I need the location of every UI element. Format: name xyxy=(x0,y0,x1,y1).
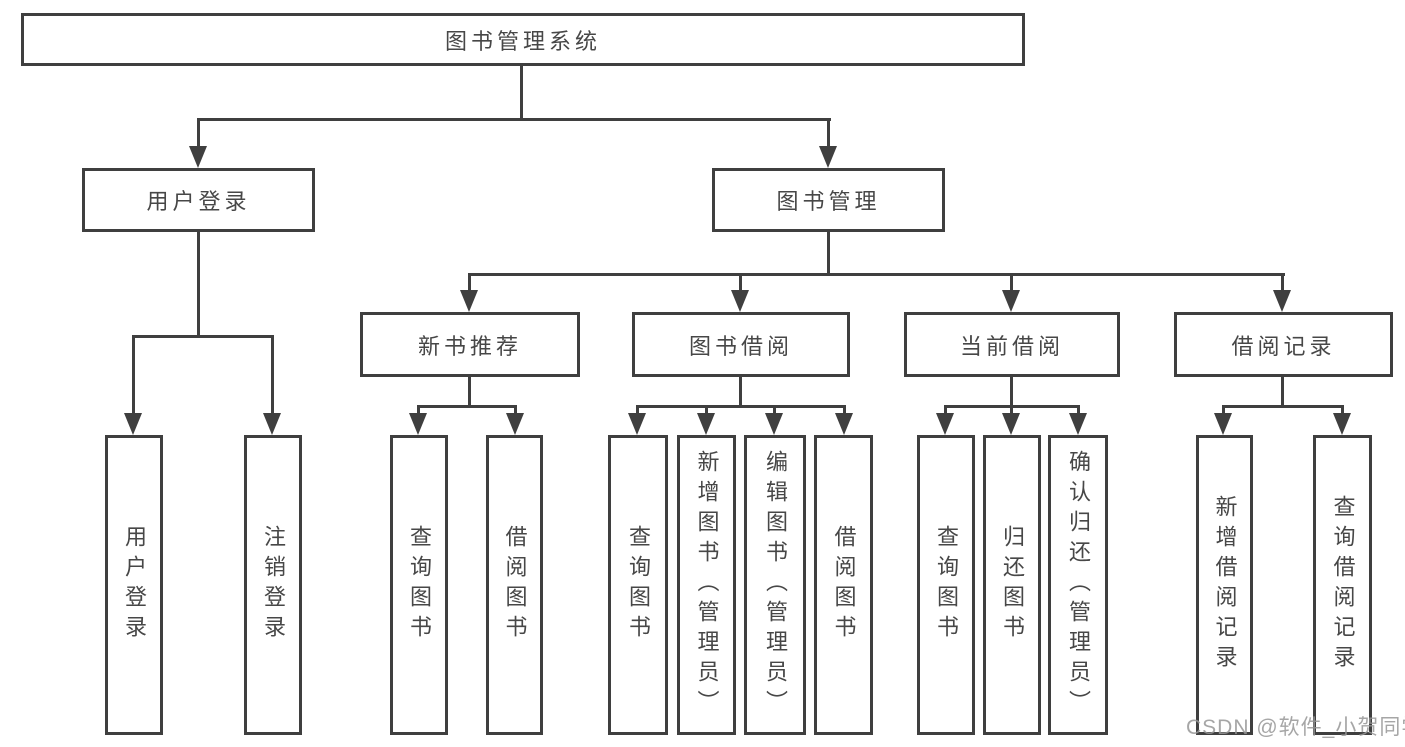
leaf-query-books: 查询图书 xyxy=(608,435,668,735)
edge-new-book-rec-rail xyxy=(417,405,517,408)
edge-leaf-stem xyxy=(1077,405,1080,415)
leaf-return-books: 归还图书 xyxy=(983,435,1041,735)
edge-user-login-rail xyxy=(132,335,274,338)
leaf-borrow-books: 借阅图书 xyxy=(486,435,543,735)
arrowhead-down-icon xyxy=(628,413,646,435)
edge-current-borrow-stem xyxy=(1010,377,1013,405)
edge-to-borrow-record xyxy=(1281,273,1284,293)
arrowhead-down-icon xyxy=(731,290,749,312)
arrowhead-down-icon xyxy=(460,290,478,312)
node-book-management: 图书管理 xyxy=(712,168,945,232)
edge-to-user-login xyxy=(197,118,200,148)
leaf-confirm-return-admin: 确认归还（管理员） xyxy=(1048,435,1108,735)
arrowhead-down-icon xyxy=(1214,413,1232,435)
edge-book-borrow-rail xyxy=(636,405,846,408)
arrowhead-down-icon xyxy=(1002,290,1020,312)
leaf-add-borrow-record: 新增借阅记录 xyxy=(1196,435,1253,735)
leaf-edit-books-admin: 编辑图书（管理员） xyxy=(744,435,806,735)
arrowhead-down-icon xyxy=(1333,413,1351,435)
arrowhead-down-icon xyxy=(506,413,524,435)
arrowhead-down-icon xyxy=(765,413,783,435)
edge-leaf-stem xyxy=(1341,405,1344,415)
node-book-borrow: 图书借阅 xyxy=(632,312,850,377)
edge-to-current-borrow xyxy=(1010,273,1013,293)
edge-root-stem xyxy=(520,66,523,118)
edge-leaf-stem xyxy=(1222,405,1225,415)
edge-user-login-stem xyxy=(197,232,200,335)
edge-leaf-stem xyxy=(514,405,517,415)
arrowhead-down-icon xyxy=(936,413,954,435)
edge-book-borrow-stem xyxy=(739,377,742,405)
edge-to-book-mgmt xyxy=(827,118,830,148)
edge-new-book-rec-stem xyxy=(468,377,471,405)
arrowhead-down-icon xyxy=(189,146,207,168)
arrowhead-down-icon xyxy=(263,413,281,435)
leaf-query-books: 查询图书 xyxy=(390,435,448,735)
arrowhead-down-icon xyxy=(409,413,427,435)
edge-to-book-borrow xyxy=(739,273,742,293)
arrowhead-down-icon xyxy=(1002,413,1020,435)
arrowhead-down-icon xyxy=(1069,413,1087,435)
node-root-system: 图书管理系统 xyxy=(21,13,1025,66)
edge-to-new-book-rec xyxy=(468,273,471,293)
edge-leaf-stem xyxy=(705,405,708,415)
edge-leaf-stem xyxy=(636,405,639,415)
leaf-borrow-books: 借阅图书 xyxy=(814,435,873,735)
arrowhead-down-icon xyxy=(1273,290,1291,312)
edge-to-leaf-logout xyxy=(271,335,274,415)
node-current-borrow: 当前借阅 xyxy=(904,312,1120,377)
leaf-add-books-admin: 新增图书（管理员） xyxy=(677,435,736,735)
edge-book-mgmt-stem xyxy=(827,232,830,273)
edge-leaf-stem xyxy=(773,405,776,415)
arrowhead-down-icon xyxy=(697,413,715,435)
edge-borrow-record-rail xyxy=(1222,405,1344,408)
edge-leaf-stem xyxy=(417,405,420,415)
leaf-logout: 注销登录 xyxy=(244,435,302,735)
edge-book-mgmt-rail xyxy=(468,273,1285,276)
leaf-query-borrow-record: 查询借阅记录 xyxy=(1313,435,1372,735)
node-borrow-record: 借阅记录 xyxy=(1174,312,1393,377)
edge-leaf-stem xyxy=(843,405,846,415)
node-new-book-recommend: 新书推荐 xyxy=(360,312,580,377)
arrowhead-down-icon xyxy=(835,413,853,435)
edge-leaf-stem xyxy=(944,405,947,415)
leaf-query-books: 查询图书 xyxy=(917,435,975,735)
edge-borrow-record-stem xyxy=(1281,377,1284,405)
csdn-watermark: CSDN @软件_小贺同学 xyxy=(1186,716,1405,739)
arrowhead-down-icon xyxy=(819,146,837,168)
arrowhead-down-icon xyxy=(124,413,142,435)
node-user-login: 用户登录 xyxy=(82,168,315,232)
edge-root-rail xyxy=(197,118,831,121)
edge-to-leaf-user-login xyxy=(132,335,135,415)
edge-leaf-stem xyxy=(1010,405,1013,415)
leaf-user-login: 用户登录 xyxy=(105,435,163,735)
